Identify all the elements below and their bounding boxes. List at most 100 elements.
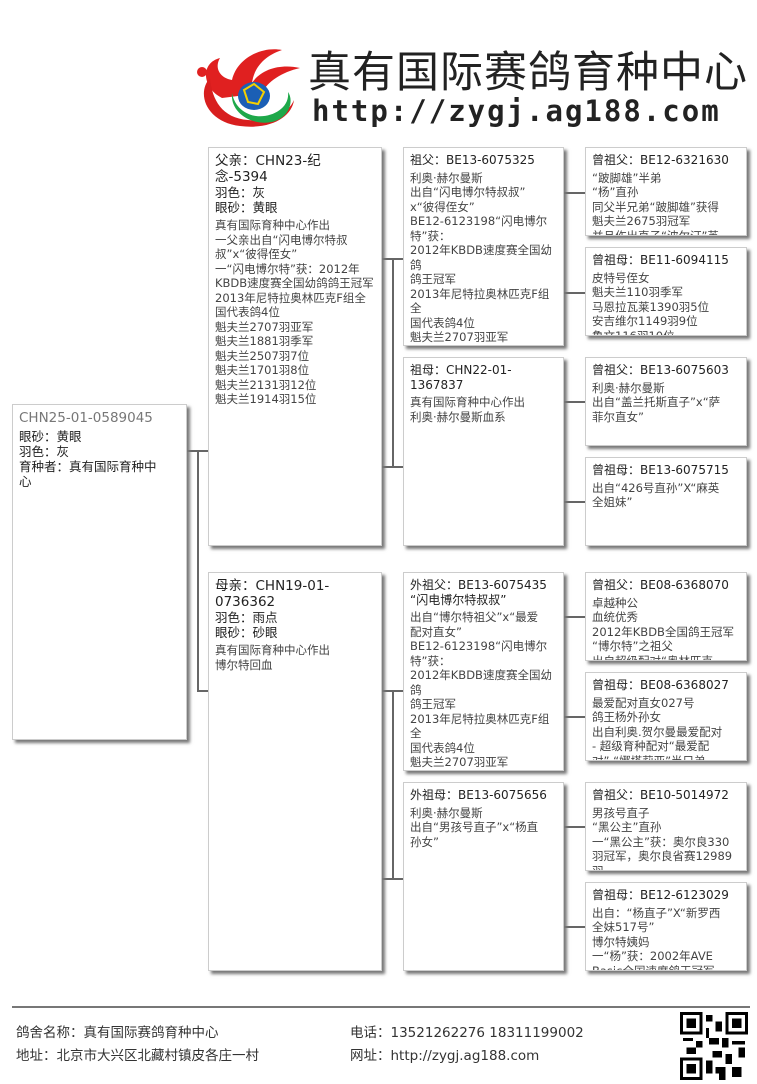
info-line: 魁夫兰2707羽亚军 xyxy=(410,330,509,344)
info-line: - 超级育种配对“最爱配 xyxy=(592,739,710,753)
info-line: 2013年尼特拉奥林匹克F组全 xyxy=(410,286,550,316)
self-ring: CHN25-01-0589045 xyxy=(19,410,153,426)
info-line: 对”·“娜塔莉亚”半兄弟 xyxy=(592,753,706,761)
info-line: 一“黑公主”获：奥尔良330 xyxy=(592,834,730,849)
dam-eye: 眼砂：砂眼 xyxy=(215,625,278,640)
info-line: “黑公主”直孙 xyxy=(592,820,662,834)
card-subheader: “闪电博尔特叔叔” xyxy=(410,592,507,607)
great-grandparent-card-ggs-1: 曾祖父：BE12-6321630 “跛脚雄”半弟“杨”直孙同父半兄弟“跛脚雄”获得… xyxy=(585,147,747,236)
connector xyxy=(197,450,199,690)
info-line: 血统优秀 xyxy=(592,610,638,624)
card-header: 曾祖父：BE13-6075603 xyxy=(592,363,729,377)
connector xyxy=(564,501,585,503)
info-line: 利奥·赫尔曼斯 xyxy=(410,805,483,820)
info-line: 国代表鸽4位 xyxy=(410,315,475,330)
info-line: 鸽王冠军 xyxy=(410,272,456,286)
dam-card: 母亲：CHN19-01-0736362 羽色：雨点 眼砂：砂眼 真有国际育种中心… xyxy=(208,572,382,971)
info-line: KBDB速度赛全国幼鸽鸽王冠军 xyxy=(215,276,374,290)
dam-color: 羽色：雨点 xyxy=(215,610,278,625)
header-url: http://zygj.ag188.com xyxy=(312,94,721,128)
great-grandparent-card-ggs-4: 曾祖父：BE10-5014972 男孩号直子“黑公主”直孙一“黑公主”获：奥尔良3… xyxy=(585,782,747,871)
card-header: 外祖父：BE13-6075435 xyxy=(410,578,547,592)
qr-code xyxy=(680,1012,748,1080)
info-line: 利奥·赫尔曼斯血系 xyxy=(410,409,506,424)
info-line: 鸽王杨外孙女 xyxy=(592,710,661,724)
connector xyxy=(382,878,403,880)
info-line: 2013年尼特拉奥林匹克F组全 xyxy=(215,290,366,305)
info-line: 魁夫兰2707羽亚军 xyxy=(410,755,509,769)
info-line: 出自“博尔特祖父”x“最爱 xyxy=(410,610,539,624)
self-color: 羽色：灰 xyxy=(19,444,70,459)
connector xyxy=(564,926,585,928)
info-line: 皮特号侄女 xyxy=(592,270,650,285)
info-line: 菲尔直女” xyxy=(592,409,644,424)
grandsire-maternal-card: 外祖父：BE13-6075435 “闪电博尔特叔叔”出自“博尔特祖父”x“最爱配… xyxy=(403,572,564,771)
card-header: 曾祖母：BE12-6123029 xyxy=(592,888,729,902)
self-breeder: 育种者：真有国际育种中 xyxy=(19,459,157,474)
connector xyxy=(197,690,208,692)
info-line: 利奥·赫尔曼斯 xyxy=(410,170,483,185)
info-line: 一“杨”获：2002年AVE xyxy=(592,949,713,963)
info-line: 一“闪电博尔特”获：2012年 xyxy=(215,261,360,276)
info-line: 一父亲出自“闪电博尔特叔 xyxy=(215,232,348,247)
card-header: 曾祖父：BE10-5014972 xyxy=(592,788,729,802)
info-line: 国代表鸽4位 xyxy=(215,305,280,319)
info-line: 男孩号直子 xyxy=(592,805,650,820)
info-line: BE12-6123198“闪电博尔 xyxy=(410,639,548,653)
self-eye: 眼砂：黄眼 xyxy=(19,429,82,444)
info-line: 羽冠军，奥尔良省赛12989羽 xyxy=(592,849,733,871)
footer-divider xyxy=(12,1006,750,1008)
card-header: 曾祖母：BE13-6075715 xyxy=(592,463,729,477)
card-header: 曾祖母：BE08-6368027 xyxy=(592,678,729,692)
connector xyxy=(382,466,403,468)
info-line: 出自“男孩号直子”x“杨直 xyxy=(410,820,539,834)
connector xyxy=(564,616,585,618)
info-line: 2012年KBDB全国鸽王冠军 xyxy=(592,624,734,639)
info-line: 博尔特回血 xyxy=(215,657,273,672)
page-title: 真有国际赛鸽育种中心 xyxy=(308,48,748,98)
sire-card: 父亲：CHN23-纪念-5394 羽色：灰 眼砂：黄眼 真有国际育种中心作出一父… xyxy=(208,147,382,546)
info-line: 真有国际育种中心作出 xyxy=(215,218,330,232)
info-line: 魁夫兰1881羽季军 xyxy=(410,770,557,771)
footer-website[interactable]: 网址：http://zygj.ag188.com xyxy=(350,1048,540,1064)
dam-ring-cont: 0736362 xyxy=(215,594,276,610)
footer-loft-name: 鸽舍名称：真有国际赛鸽育种中心 xyxy=(16,1025,219,1041)
info-line: 2012年KBDB速度赛全国幼鸽 xyxy=(410,668,552,697)
info-line: 最爱配对直女027号 xyxy=(592,695,695,710)
info-line: “博尔特”之祖父 xyxy=(592,639,673,653)
card-header: 外祖母：BE13-6075656 xyxy=(410,788,547,802)
info-line: 出自：“杨直子”X“新罗西 xyxy=(592,905,721,920)
pigeon-self-card: CHN25-01-0589045 眼砂：黄眼 羽色：灰 育种者：真有国际育种中 … xyxy=(12,404,187,740)
info-line: 卓越种公 xyxy=(592,595,638,610)
info-line: 2013年尼特拉奥林匹克F组全 xyxy=(410,711,550,741)
sire-color: 羽色：灰 xyxy=(215,185,266,200)
info-line: 同父半兄弟“跛脚雄”获得 xyxy=(592,199,719,214)
connector xyxy=(564,292,585,294)
info-line: 真有国际育种中心作出 xyxy=(410,395,525,409)
footer-address: 地址：北京市大兴区北藏村镇皮各庄一村 xyxy=(16,1048,259,1064)
card-header: 曾祖父：BE12-6321630 xyxy=(592,153,729,167)
info-line: 国代表鸽4位 xyxy=(410,740,475,755)
info-line: “杨”直孙 xyxy=(592,185,639,199)
info-line: 魁夫兰110羽季军 xyxy=(592,285,683,299)
info-line: 安吉维尔1149羽9位 xyxy=(592,314,698,328)
connector xyxy=(187,450,197,452)
info-line: Basic全国速度鸽王冠军 xyxy=(592,963,715,971)
info-line: 鸽王冠军 xyxy=(410,697,456,711)
info-line: 出自“闪电博尔特叔叔” xyxy=(410,185,526,199)
info-line: 魁夫兰2707羽亚军 xyxy=(215,319,314,334)
info-line: 2012年KBDB速度赛全国幼鸽 xyxy=(410,243,552,272)
info-line: 利奥·赫尔曼斯 xyxy=(592,380,665,395)
info-line: 特”获： xyxy=(410,228,451,243)
connector xyxy=(564,192,585,194)
info-line: 魁夫兰1701羽8位 xyxy=(215,363,310,377)
info-line: 出自超级配对“奥林匹克 xyxy=(592,653,713,661)
sire-eye: 眼砂：黄眼 xyxy=(215,200,278,215)
info-line: “跛脚雄”半弟 xyxy=(592,170,662,185)
dam-ring: 母亲：CHN19-01- xyxy=(215,578,330,594)
